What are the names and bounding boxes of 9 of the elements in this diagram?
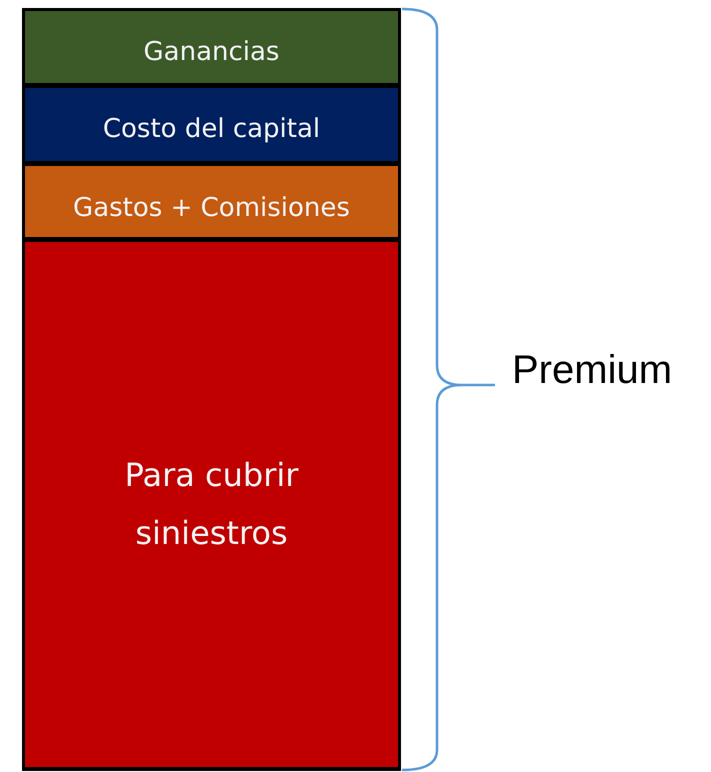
segment-label: Para cubrir siniestros bbox=[124, 454, 300, 554]
bar-segment bbox=[25, 242, 398, 767]
segment-label: Ganancias bbox=[144, 36, 280, 69]
brace-label: Premium bbox=[512, 348, 672, 393]
bar-segment bbox=[25, 166, 398, 237]
bar-segment bbox=[25, 11, 398, 83]
segment-label: Gastos + Comisiones bbox=[73, 192, 350, 226]
bar-segment bbox=[25, 88, 398, 161]
segment-label: Costo del capital bbox=[102, 113, 320, 146]
